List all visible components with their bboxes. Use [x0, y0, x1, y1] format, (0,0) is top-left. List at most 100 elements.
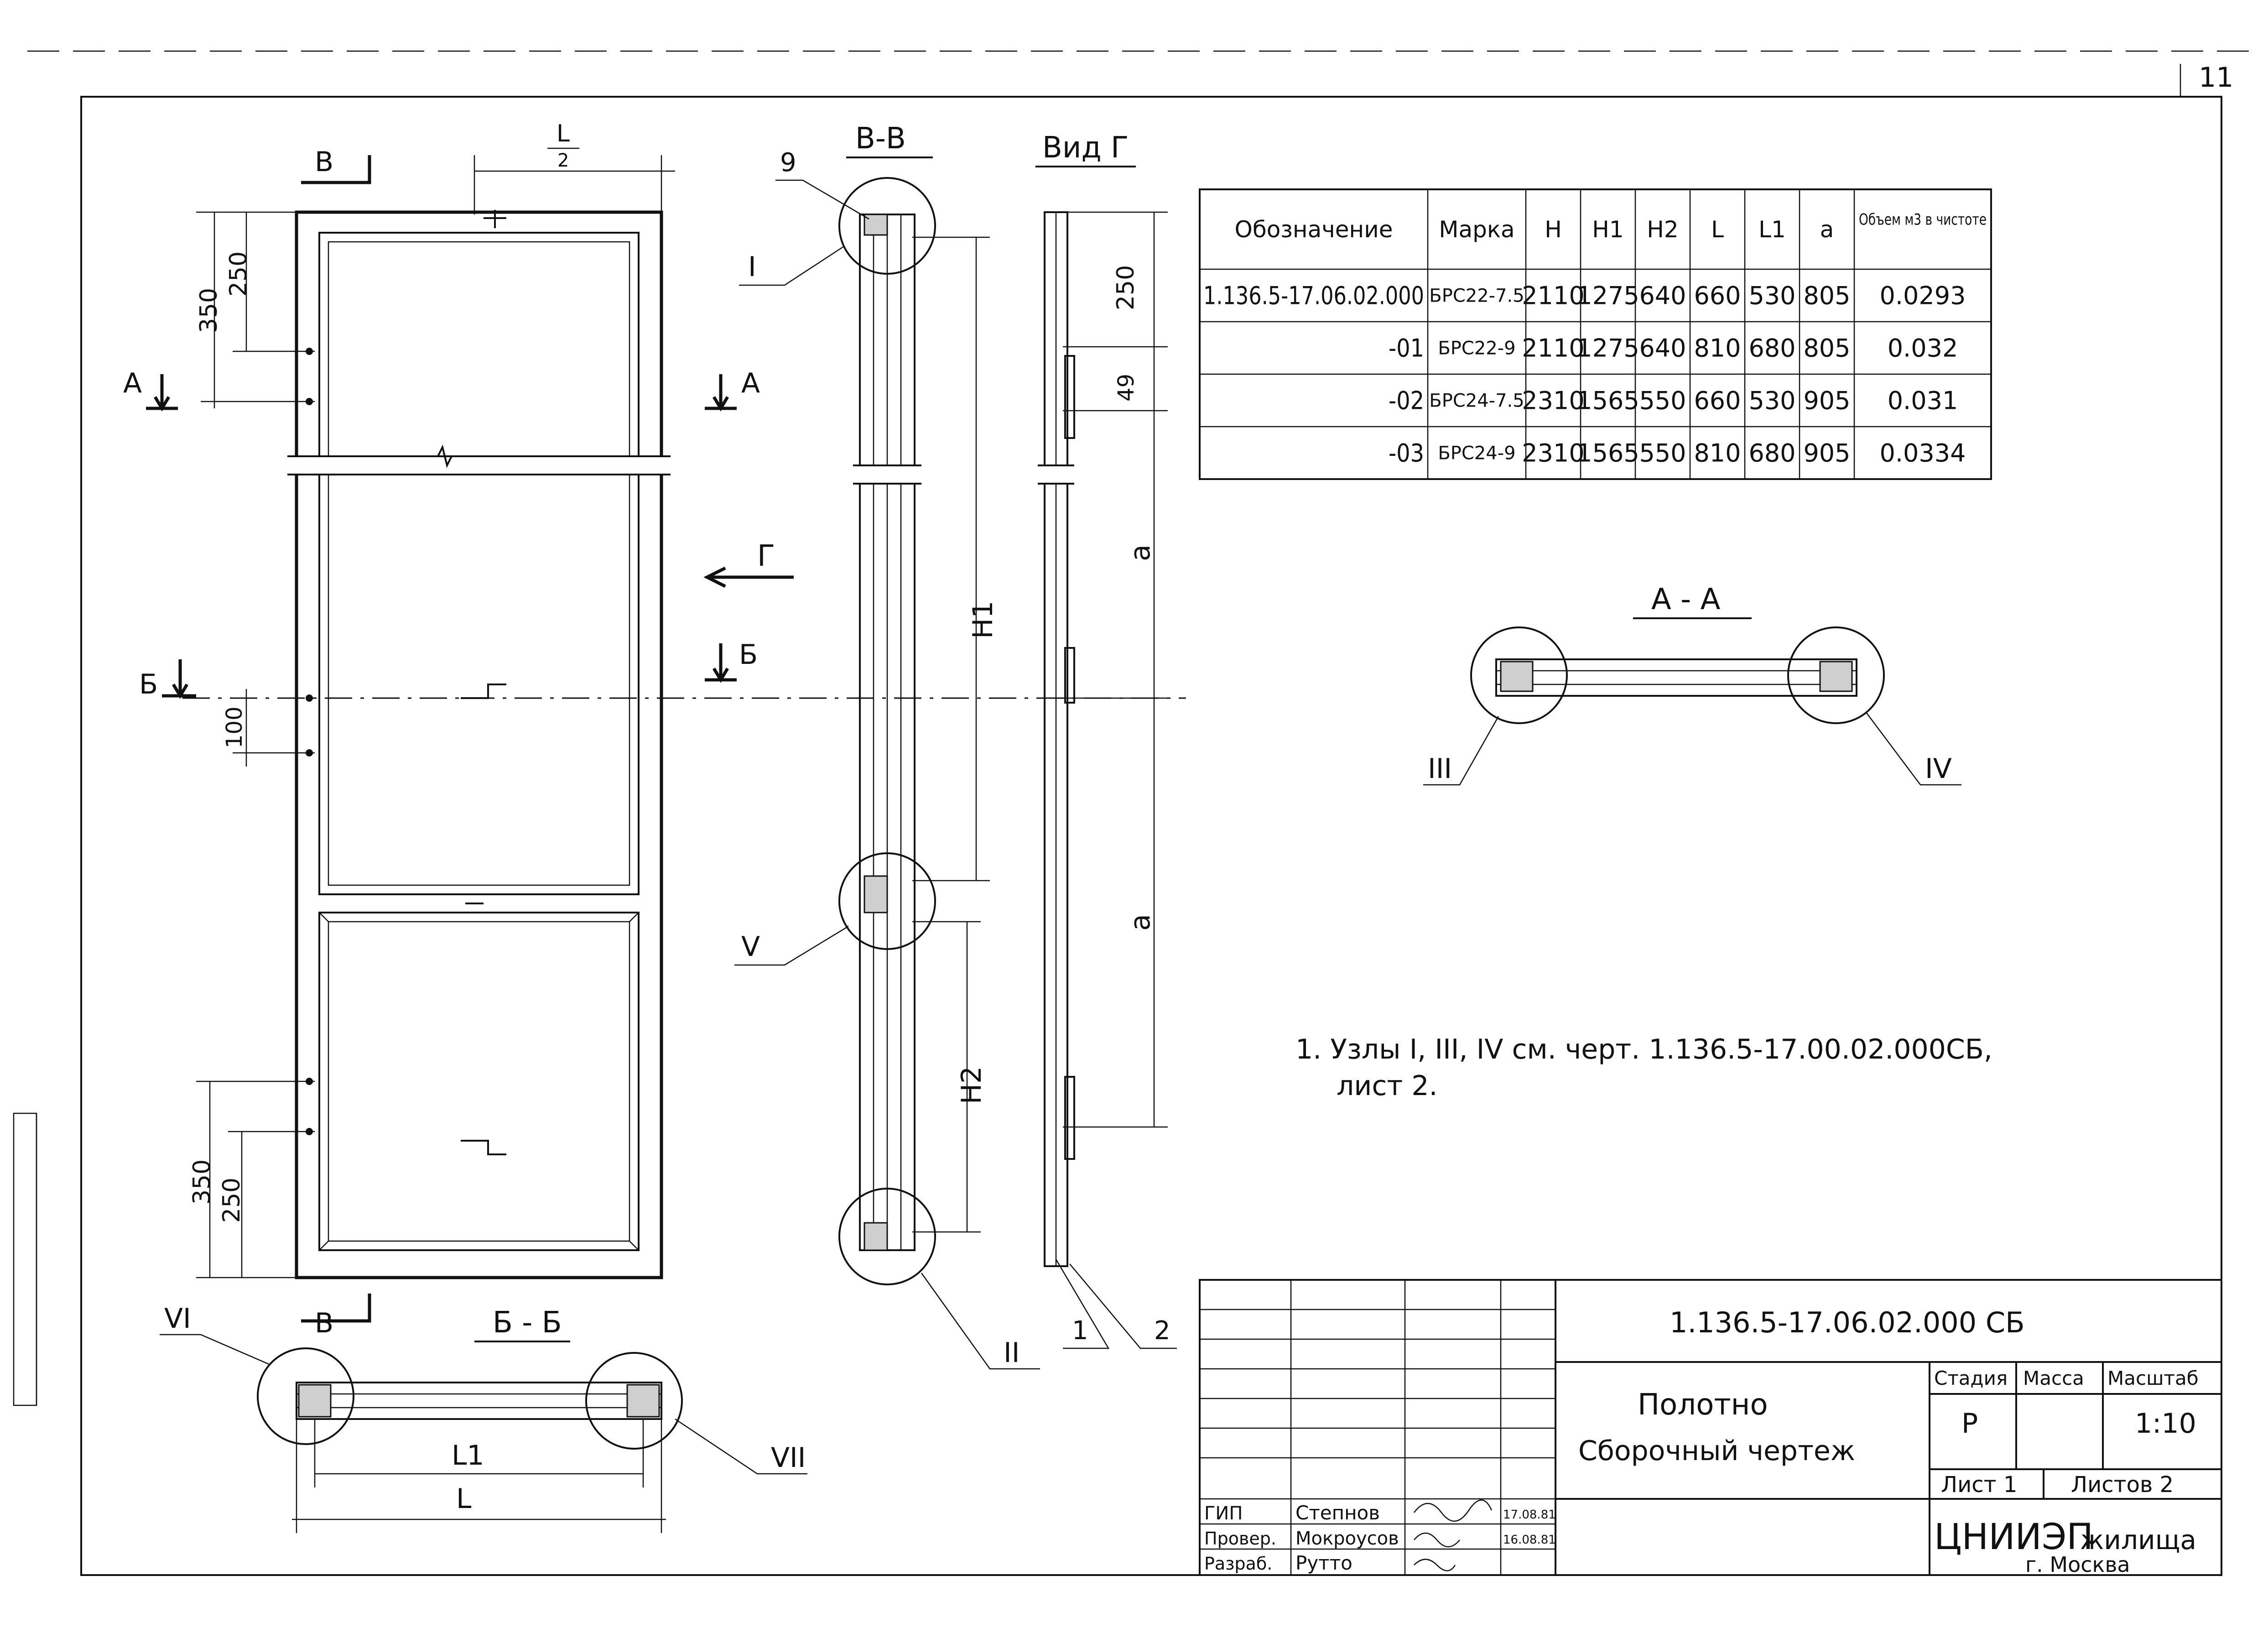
- hinge-bottom: [1064, 1076, 1075, 1160]
- table-header-cell: L: [1711, 216, 1724, 243]
- table-header-cell: L1: [1758, 216, 1786, 243]
- node-VII-circle: [585, 1352, 683, 1450]
- table-cell: 805: [1803, 334, 1850, 362]
- lower-panel-inner: [328, 921, 630, 1242]
- dim-250-top: 250: [225, 251, 252, 297]
- view-g-arrow: [703, 566, 794, 588]
- sheet-number: 11: [2199, 62, 2233, 94]
- drawing-name-1: Полотно: [1638, 1388, 1768, 1422]
- panel-corner: [629, 912, 639, 922]
- pos-1-leader: [1055, 1259, 1110, 1349]
- table-cell: 805: [1803, 281, 1850, 310]
- note-line-1: 1. Узлы I, III, IV см. черт. 1.136.5-17.…: [1295, 1033, 1992, 1065]
- sheets-label: Листов 2: [2071, 1472, 2174, 1498]
- table-cell: 1.136.5-17.06.02.000: [1203, 281, 1424, 310]
- org-name: ЦНИИЭП: [1934, 1517, 2093, 1558]
- table-cell: 680: [1748, 438, 1795, 467]
- section-bb: Б - Б VI VII L1 L: [160, 1303, 807, 1533]
- upper-panel-inner: [328, 241, 630, 886]
- node-III-leader: [1423, 716, 1499, 786]
- panel-corner: [319, 1241, 329, 1251]
- node-III-label: III: [1428, 753, 1452, 785]
- lock-hole: [306, 694, 313, 702]
- table-cell: 660: [1694, 281, 1741, 310]
- table-cell: БРС24-7.5: [1429, 391, 1524, 412]
- table-cell: -02: [1389, 386, 1424, 415]
- section-bb-marker-left: [162, 659, 196, 699]
- table-cell: 2110: [1522, 334, 1584, 362]
- dim-250-bottom: 250: [218, 1178, 245, 1223]
- title-block: 1.136.5-17.06.02.000 СБ Полотно Сборочны…: [1199, 1279, 2222, 1577]
- view-g-title: Вид Г: [1042, 131, 1129, 165]
- node-II-circle: [838, 1188, 936, 1285]
- org-city: г. Москва: [2025, 1552, 2130, 1577]
- table-header-cell: Обозначение: [1235, 216, 1393, 243]
- pos-2-leader: [1069, 1263, 1177, 1349]
- section-a-label-right: А: [741, 367, 760, 399]
- pos-9: 9: [780, 148, 796, 177]
- table-cell: 810: [1694, 334, 1741, 362]
- signature-0: [1414, 1499, 1493, 1522]
- sheet-label: Лист 1: [1941, 1472, 2017, 1498]
- person-0: Степнов: [1295, 1502, 1380, 1524]
- dim-h1: H1: [967, 601, 999, 639]
- table-cell: 0.032: [1888, 334, 1958, 362]
- section-aa-title: А - А: [1651, 583, 1721, 616]
- view-g: Вид Г 250 49 a a 1 2: [1035, 131, 1177, 1349]
- scale-header: Масштаб: [2107, 1367, 2199, 1389]
- table-cell: -01: [1389, 334, 1424, 362]
- node-VII-leader: [675, 1418, 807, 1475]
- table-cell: 1275: [1576, 281, 1639, 310]
- note-line-2: лист 2.: [1337, 1070, 1438, 1102]
- break-gap: [1038, 465, 1074, 484]
- table-cell: 530: [1748, 386, 1795, 415]
- section-bb-marker-right: [705, 643, 737, 683]
- table-cell: -03: [1389, 438, 1424, 467]
- section-vv-title: В-В: [855, 122, 906, 156]
- section-a-marker-left: [146, 374, 178, 412]
- node-V-label: V: [741, 931, 760, 963]
- table-cell: БРС22-7.5: [1429, 286, 1524, 307]
- node-VI-circle: [257, 1347, 354, 1445]
- section-markers: В А А Б Б Г В: [123, 146, 794, 1339]
- table-cell: 550: [1639, 386, 1686, 415]
- dim-250-g: 250: [1112, 265, 1139, 310]
- node-I-label: I: [748, 251, 756, 283]
- table-cell: БРС24-9: [1438, 443, 1515, 464]
- table-cell: 2310: [1522, 386, 1584, 415]
- vv-mid-rail: [864, 875, 888, 913]
- break-gap: [853, 465, 921, 484]
- table-cell: 2110: [1522, 281, 1584, 310]
- stage-header: Стадия: [1934, 1367, 2008, 1389]
- archive-stamp: [13, 1112, 37, 1406]
- title-block-frame: [1199, 1279, 2222, 1576]
- node-VI-leader: [160, 1334, 270, 1365]
- node-I-circle: [838, 177, 936, 275]
- dim-100: 100: [222, 706, 247, 748]
- section-b-label-bottom: В: [315, 1307, 333, 1339]
- node-VI-label: VI: [164, 1303, 191, 1335]
- vv-top-rail: [864, 214, 888, 236]
- table-cell: 640: [1639, 334, 1686, 362]
- panel-corner: [629, 1241, 639, 1251]
- table-cell: 550: [1639, 438, 1686, 467]
- vv-bottom-rail: [864, 1222, 888, 1251]
- table-cell: 1565: [1576, 386, 1639, 415]
- role-1: Провер.: [1204, 1529, 1276, 1549]
- dim-49: 49: [1113, 374, 1139, 402]
- sheet-frame: [80, 96, 2222, 1576]
- table-cell: 640: [1639, 281, 1686, 310]
- date-0: 17.08.81: [1503, 1508, 1556, 1522]
- dim-l: L: [456, 1483, 472, 1515]
- pos-1: 1: [1072, 1316, 1088, 1346]
- node-II-label: II: [1004, 1337, 1020, 1369]
- hinge-top: [1064, 355, 1075, 439]
- node-IV-leader: [1865, 711, 1961, 786]
- table-header-cell: H1: [1592, 216, 1623, 243]
- node-IV-circle: [1787, 626, 1885, 724]
- table-frame: [1199, 188, 1992, 480]
- dim-half-l: L: [557, 120, 570, 147]
- table-header-cell: Марка: [1439, 216, 1514, 243]
- node-V-leader: [734, 925, 849, 966]
